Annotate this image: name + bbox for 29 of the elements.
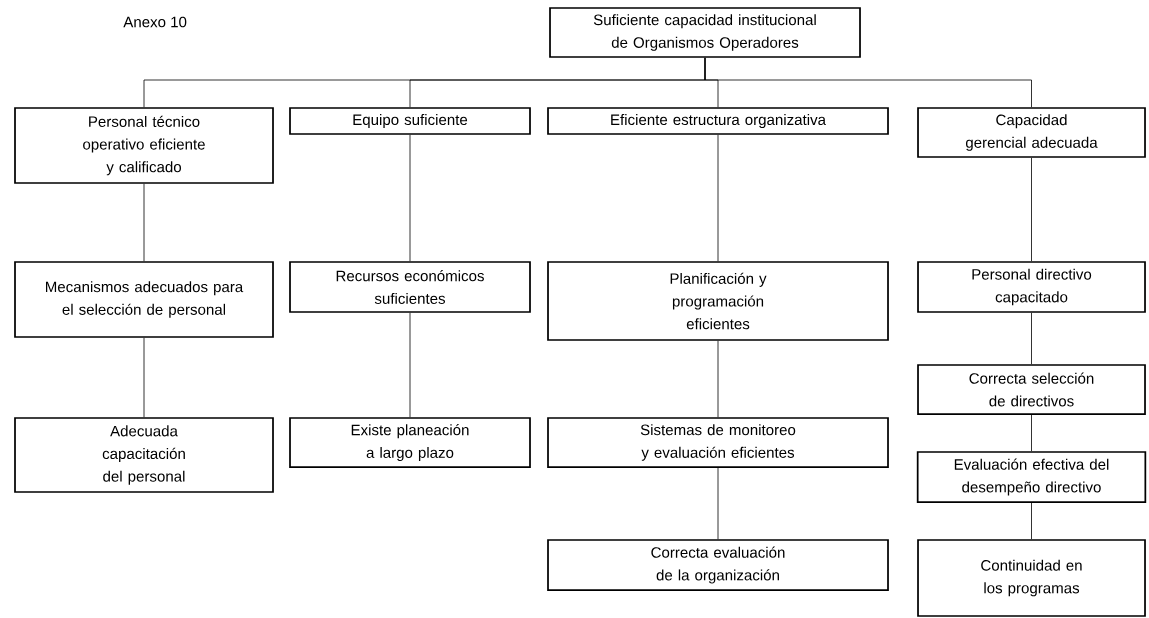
connector-line: [717, 340, 719, 418]
text-box: Existe planeación a largo plazo: [289, 417, 531, 468]
annex-label: Anexo 10: [123, 16, 187, 28]
connector-line: [409, 312, 411, 418]
connector-line: [409, 134, 411, 262]
connector-line: [1031, 414, 1032, 452]
text-box: Capacidad gerencial adecuada: [917, 107, 1146, 158]
connector-line: [1031, 502, 1032, 540]
connector-line: [1031, 312, 1032, 365]
text-box: Sistemas de monitoreo y evaluación eficientes: [547, 417, 889, 468]
connector-line: [143, 337, 145, 418]
text-box: Suficiente capacidad institucional de Organismos Operadores: [549, 7, 861, 58]
text-box: Mecanismos adecuados para el selección de personal: [14, 261, 274, 338]
text-box: Equipo suficiente: [289, 107, 531, 135]
connector-line: [143, 183, 145, 262]
connector-line: [717, 134, 719, 262]
text-box: Evaluación efectiva del desempeño directivo: [916, 451, 1147, 503]
text-box: Correcta selección de directivos: [917, 364, 1146, 415]
text-box: Adecuada capacitación del personal: [14, 417, 274, 493]
text-box: Planificación y programación eficientes: [547, 261, 889, 341]
connector-line: [1031, 157, 1032, 262]
text-box: Recursos económicos suficientes: [289, 261, 531, 313]
connector-line: [717, 467, 719, 540]
connector-line: [704, 57, 1032, 108]
text-box: Personal directivo capacitado: [917, 261, 1146, 313]
text-box: Personal técnico operativo eficiente y calificado: [14, 107, 274, 184]
text-box: Eficiente estructura organizativa: [547, 107, 889, 135]
text-box: Continuidad en los programas: [917, 539, 1146, 617]
text-box: Correcta evaluación de la organización: [547, 539, 889, 591]
